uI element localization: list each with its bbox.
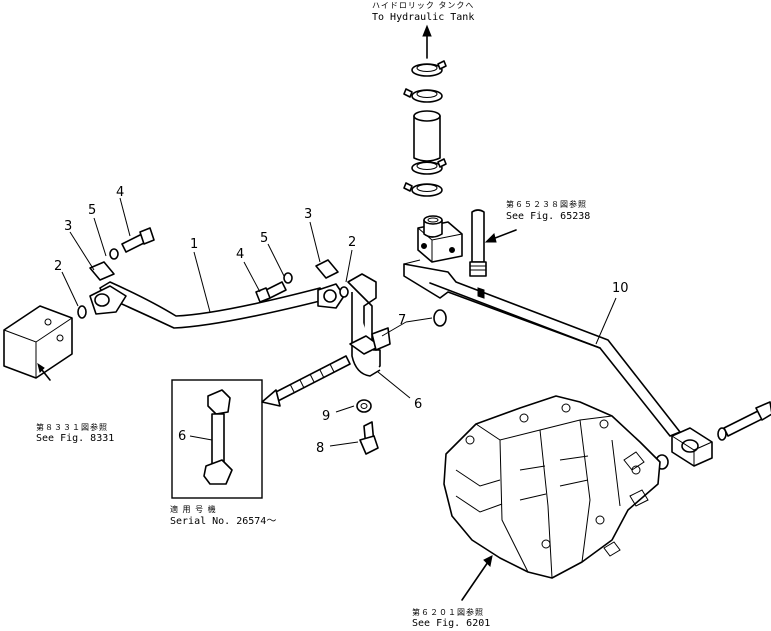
callout-10: 10: [612, 281, 629, 296]
bolt-8: [359, 421, 379, 455]
callout-5-left: 5: [88, 203, 97, 218]
arrow-to-tank-icon: [422, 24, 432, 59]
oring-mid: [339, 286, 349, 298]
fig8331-label-jp: 第８３３１図参照: [36, 423, 108, 432]
bolt-right: [717, 401, 771, 441]
pipe-6: [347, 273, 391, 377]
return-block: [417, 215, 463, 263]
tank-label-jp: ハイドロリック タンクへ: [372, 1, 475, 10]
fig65238-label-jp: 第６５２３８図参照: [506, 200, 587, 209]
callout-1: 1: [190, 237, 199, 252]
fig6201-label-jp: 第６２０１図参照: [412, 608, 484, 617]
callout-9: 9: [322, 409, 331, 424]
fig65238-label-en: See Fig. 65238: [506, 211, 591, 222]
fig6201-label-en: See Fig. 6201: [412, 618, 491, 629]
pipe-10: [403, 259, 681, 437]
callout-3-mid: 3: [304, 207, 313, 222]
hose-segment: [413, 110, 441, 162]
control-valve: [443, 395, 661, 601]
leader-lines: [61, 197, 617, 447]
washer-left: [109, 248, 119, 260]
callout-2-mid: 2: [348, 235, 357, 250]
sensor-plug: [469, 209, 517, 277]
washer-mid: [283, 272, 293, 284]
clamp-upper-2: [403, 88, 443, 103]
tank-label-en: To Hydraulic Tank: [372, 12, 475, 23]
clamp-half-left: [89, 261, 115, 281]
clamp-lower-2: [403, 182, 443, 197]
inset-box: [171, 379, 263, 499]
callout-4-left: 4: [116, 185, 125, 200]
callout-6-inset: 6: [178, 429, 187, 444]
washer-9: [356, 399, 372, 413]
inset-arrow-icon: [261, 355, 351, 407]
callout-6-main: 6: [414, 397, 423, 412]
serial-label-jp: 適 用 号 機: [170, 505, 217, 514]
oring-left: [77, 305, 87, 319]
fig8331-label-en: See Fig. 8331: [36, 433, 115, 444]
callout-3-left: 3: [64, 219, 73, 234]
callout-5-mid: 5: [260, 231, 269, 246]
callout-7: 7: [398, 313, 407, 328]
clamp-half-mid: [315, 259, 339, 279]
pipe-1: [89, 281, 345, 329]
oring-7: [433, 309, 447, 327]
callout-8: 8: [316, 441, 325, 456]
callout-4-mid: 4: [236, 247, 245, 262]
left-block: [3, 305, 73, 381]
pipe-10-flange: [671, 427, 713, 467]
callout-2-left: 2: [54, 259, 63, 274]
bolt-left: [121, 227, 155, 253]
clamp-upper-1: [411, 60, 447, 77]
clamp-lower-1: [411, 158, 447, 175]
serial-label-en: Serial No. 26574～: [170, 516, 277, 527]
